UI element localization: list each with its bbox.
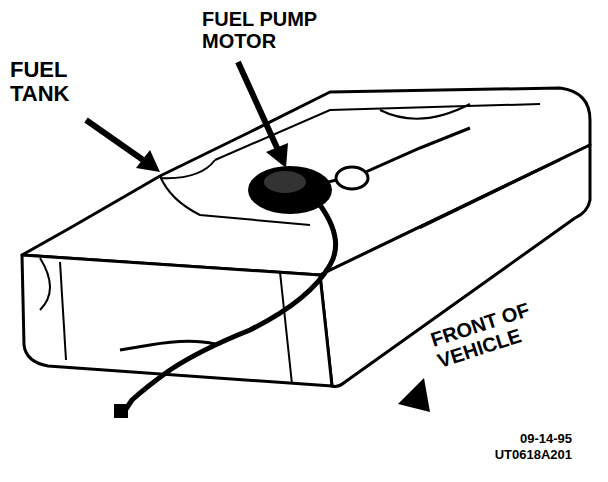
tank-rib xyxy=(380,104,470,119)
direction-arrow xyxy=(398,378,430,412)
part-label: FUEL TANK xyxy=(10,58,90,106)
line-fitting xyxy=(336,167,368,189)
harness-connector xyxy=(114,404,128,418)
tank-rib xyxy=(40,258,50,310)
leader-arrow xyxy=(238,62,278,150)
tank-rib xyxy=(60,262,66,360)
arrow-head xyxy=(136,150,160,172)
tank-rib xyxy=(280,272,292,384)
tank-side xyxy=(320,145,590,387)
pump-flange xyxy=(263,170,307,194)
wiring-harness xyxy=(124,205,336,412)
arrow-head xyxy=(266,143,288,168)
leader-arrow xyxy=(86,120,146,162)
part-label: 09-14-95 xyxy=(440,432,572,446)
tank-rib xyxy=(420,160,560,228)
part-label: UT0618A201 xyxy=(440,448,572,462)
harness-branch xyxy=(120,341,215,350)
part-label: FUEL PUMP MOTOR xyxy=(202,8,362,52)
tank-rib xyxy=(160,160,215,178)
